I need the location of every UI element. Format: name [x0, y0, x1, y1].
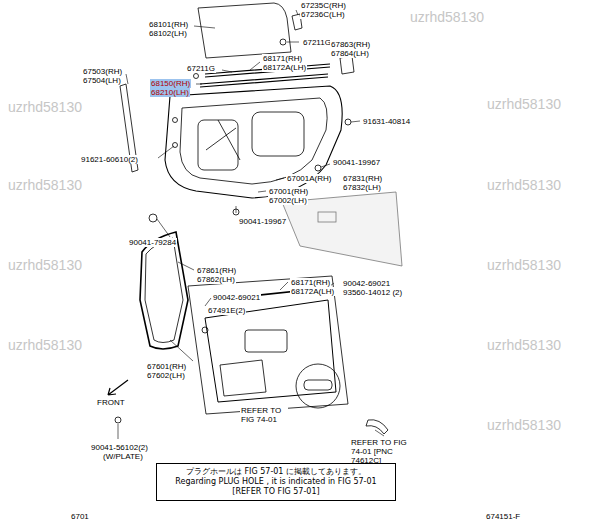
note-box: プラグホールは FIG 57-01 に掲載してあります。Regarding PL…: [156, 463, 396, 501]
part-number: 67864(LH): [330, 49, 370, 58]
part-number: 91621-60610(2): [80, 155, 139, 164]
part-number: 67503(RH): [82, 67, 123, 76]
part-number: 67601(RH): [146, 362, 187, 371]
part-number: 674151-F: [485, 512, 521, 521]
part-number: 68172A(LH): [290, 287, 335, 296]
cover-cutout: [318, 212, 336, 222]
part-number: 91631-40814: [362, 117, 411, 126]
watermark: uzrhd58130: [8, 100, 82, 115]
screw: [173, 118, 178, 123]
handle: [304, 380, 332, 390]
part-number: 68102(LH): [148, 29, 188, 38]
note-text: Regarding PLUG HOLE , it is indicated in…: [163, 477, 389, 487]
trim-board: [205, 300, 336, 402]
leader-line: [118, 10, 384, 439]
screw: [345, 119, 351, 125]
watermark: uzrhd58130: [8, 178, 82, 193]
part-number: 67861(RH): [196, 266, 237, 275]
part-number: 90042-69021: [212, 293, 261, 302]
note-text: [REFER TO FIG 57-01]: [163, 487, 389, 497]
part-number: 67832(LH): [342, 183, 382, 192]
part-number: REFER TO FIG 74-01: [240, 406, 288, 424]
part-number: 67211G: [302, 38, 332, 47]
trim-frame: [188, 276, 348, 414]
front-arrow: [108, 380, 128, 395]
part-number: 68172A(LH): [262, 63, 307, 72]
watermark: uzrhd58130: [487, 178, 561, 193]
part-number: (W/PLATE): [102, 452, 144, 461]
detail-circle: [296, 364, 340, 408]
part-number: 90042-69021: [342, 279, 391, 288]
part-number: 68150(RH): [150, 79, 191, 88]
part-number: 68171(RH): [262, 54, 303, 63]
door-pocket: [220, 360, 266, 396]
part-number: 90041-19967: [238, 217, 287, 226]
part-number: 67211G: [186, 64, 216, 73]
watermark: uzrhd58130: [487, 338, 561, 353]
watermark: uzrhd58130: [8, 258, 82, 273]
service-hole: [252, 112, 304, 156]
part-number: 67236C(LH): [300, 10, 346, 19]
part-number: 67491E(2): [207, 306, 246, 315]
part-number: 93560-14012 (2): [342, 288, 403, 297]
part-number: 67504(LH): [82, 76, 122, 85]
part-number: 6701: [70, 512, 90, 521]
watermark: uzrhd58130: [8, 338, 82, 353]
part-number: 68171(RH): [290, 278, 331, 287]
bracket: [340, 56, 354, 74]
door-glass: [198, 3, 291, 58]
plug: [366, 420, 388, 434]
part-number: 67002(LH): [268, 196, 308, 205]
part-number: REFER TO FIG 74-01 [PNC 74612C]: [350, 438, 414, 465]
watermark: uzrhd58130: [410, 10, 484, 25]
weatherstrip-inner: [145, 238, 183, 343]
weatherstrip: [140, 232, 188, 349]
part-number: 67862(LH): [196, 275, 236, 284]
part-number: 67831(RH): [342, 174, 383, 183]
part-number: 68101(RH): [148, 20, 189, 29]
part-number: 68210(LH): [150, 88, 190, 97]
note-text: プラグホールは FIG 57-01 に掲載してあります。: [163, 467, 389, 477]
watermark: uzrhd58130: [487, 258, 561, 273]
handle-bezel: [245, 330, 287, 352]
part-number: 90041-19967: [332, 158, 381, 167]
part-number: 67001(RH): [268, 187, 309, 196]
nut: [149, 214, 157, 222]
part-number: 90041-56102(2): [90, 443, 149, 452]
clip: [280, 39, 286, 45]
screw: [115, 417, 121, 423]
part-number: 67863(RH): [330, 40, 371, 49]
part-number: 67602(LH): [146, 371, 186, 380]
watermark: uzrhd58130: [487, 97, 561, 112]
door-inner: [180, 98, 327, 184]
screw: [315, 165, 321, 171]
regulator-arm: [206, 120, 240, 160]
clip: [202, 327, 208, 333]
part-number: 90041-79284: [128, 238, 177, 247]
watermark: uzrhd58130: [487, 418, 561, 433]
inner-weatherstrip: [200, 74, 328, 87]
door-panel: [165, 86, 342, 198]
part-number: FRONT: [96, 398, 126, 407]
part-number: 67235C(RH): [300, 1, 347, 10]
clip: [194, 74, 199, 79]
part-number: 67001A(RH): [286, 174, 332, 183]
